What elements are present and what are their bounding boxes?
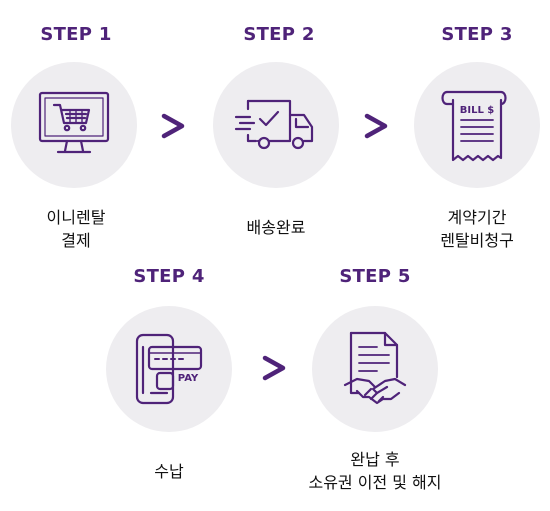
mobile-pay-icon: PAY [135, 333, 203, 405]
step-1-circle [11, 62, 137, 188]
shopping-cart-monitor-icon [38, 91, 110, 154]
chevron-right-icon [364, 113, 388, 139]
step-2-label: STEP 2 [243, 24, 315, 45]
step-4-caption: 수납 [154, 462, 184, 481]
step-5-circle [312, 306, 438, 432]
step-4-circle: PAY [106, 306, 232, 432]
step-3-caption: 계약기간 렌탈비청구 [440, 208, 514, 250]
step-3-label: STEP 3 [441, 24, 513, 45]
step-4-label: STEP 4 [133, 266, 205, 287]
chevron-right-icon [161, 113, 185, 139]
delivery-truck-icon [234, 99, 314, 150]
step-2-caption: 배송완료 [246, 218, 306, 237]
chevron-right-icon [262, 355, 286, 381]
step-5-caption: 완납 후 소유권 이전 및 해지 [308, 450, 442, 492]
pay-text: PAY [178, 373, 199, 384]
step-1-caption: 이니렌탈 결제 [46, 208, 106, 250]
contract-handshake-icon [343, 331, 407, 405]
bill-text: BILL $ [460, 105, 495, 116]
bill-receipt-icon: BILL $ [441, 90, 507, 162]
step-5-label: STEP 5 [339, 266, 411, 287]
step-2-circle [213, 62, 339, 188]
step-3-circle: BILL $ [414, 62, 540, 188]
step-1-label: STEP 1 [40, 24, 112, 45]
